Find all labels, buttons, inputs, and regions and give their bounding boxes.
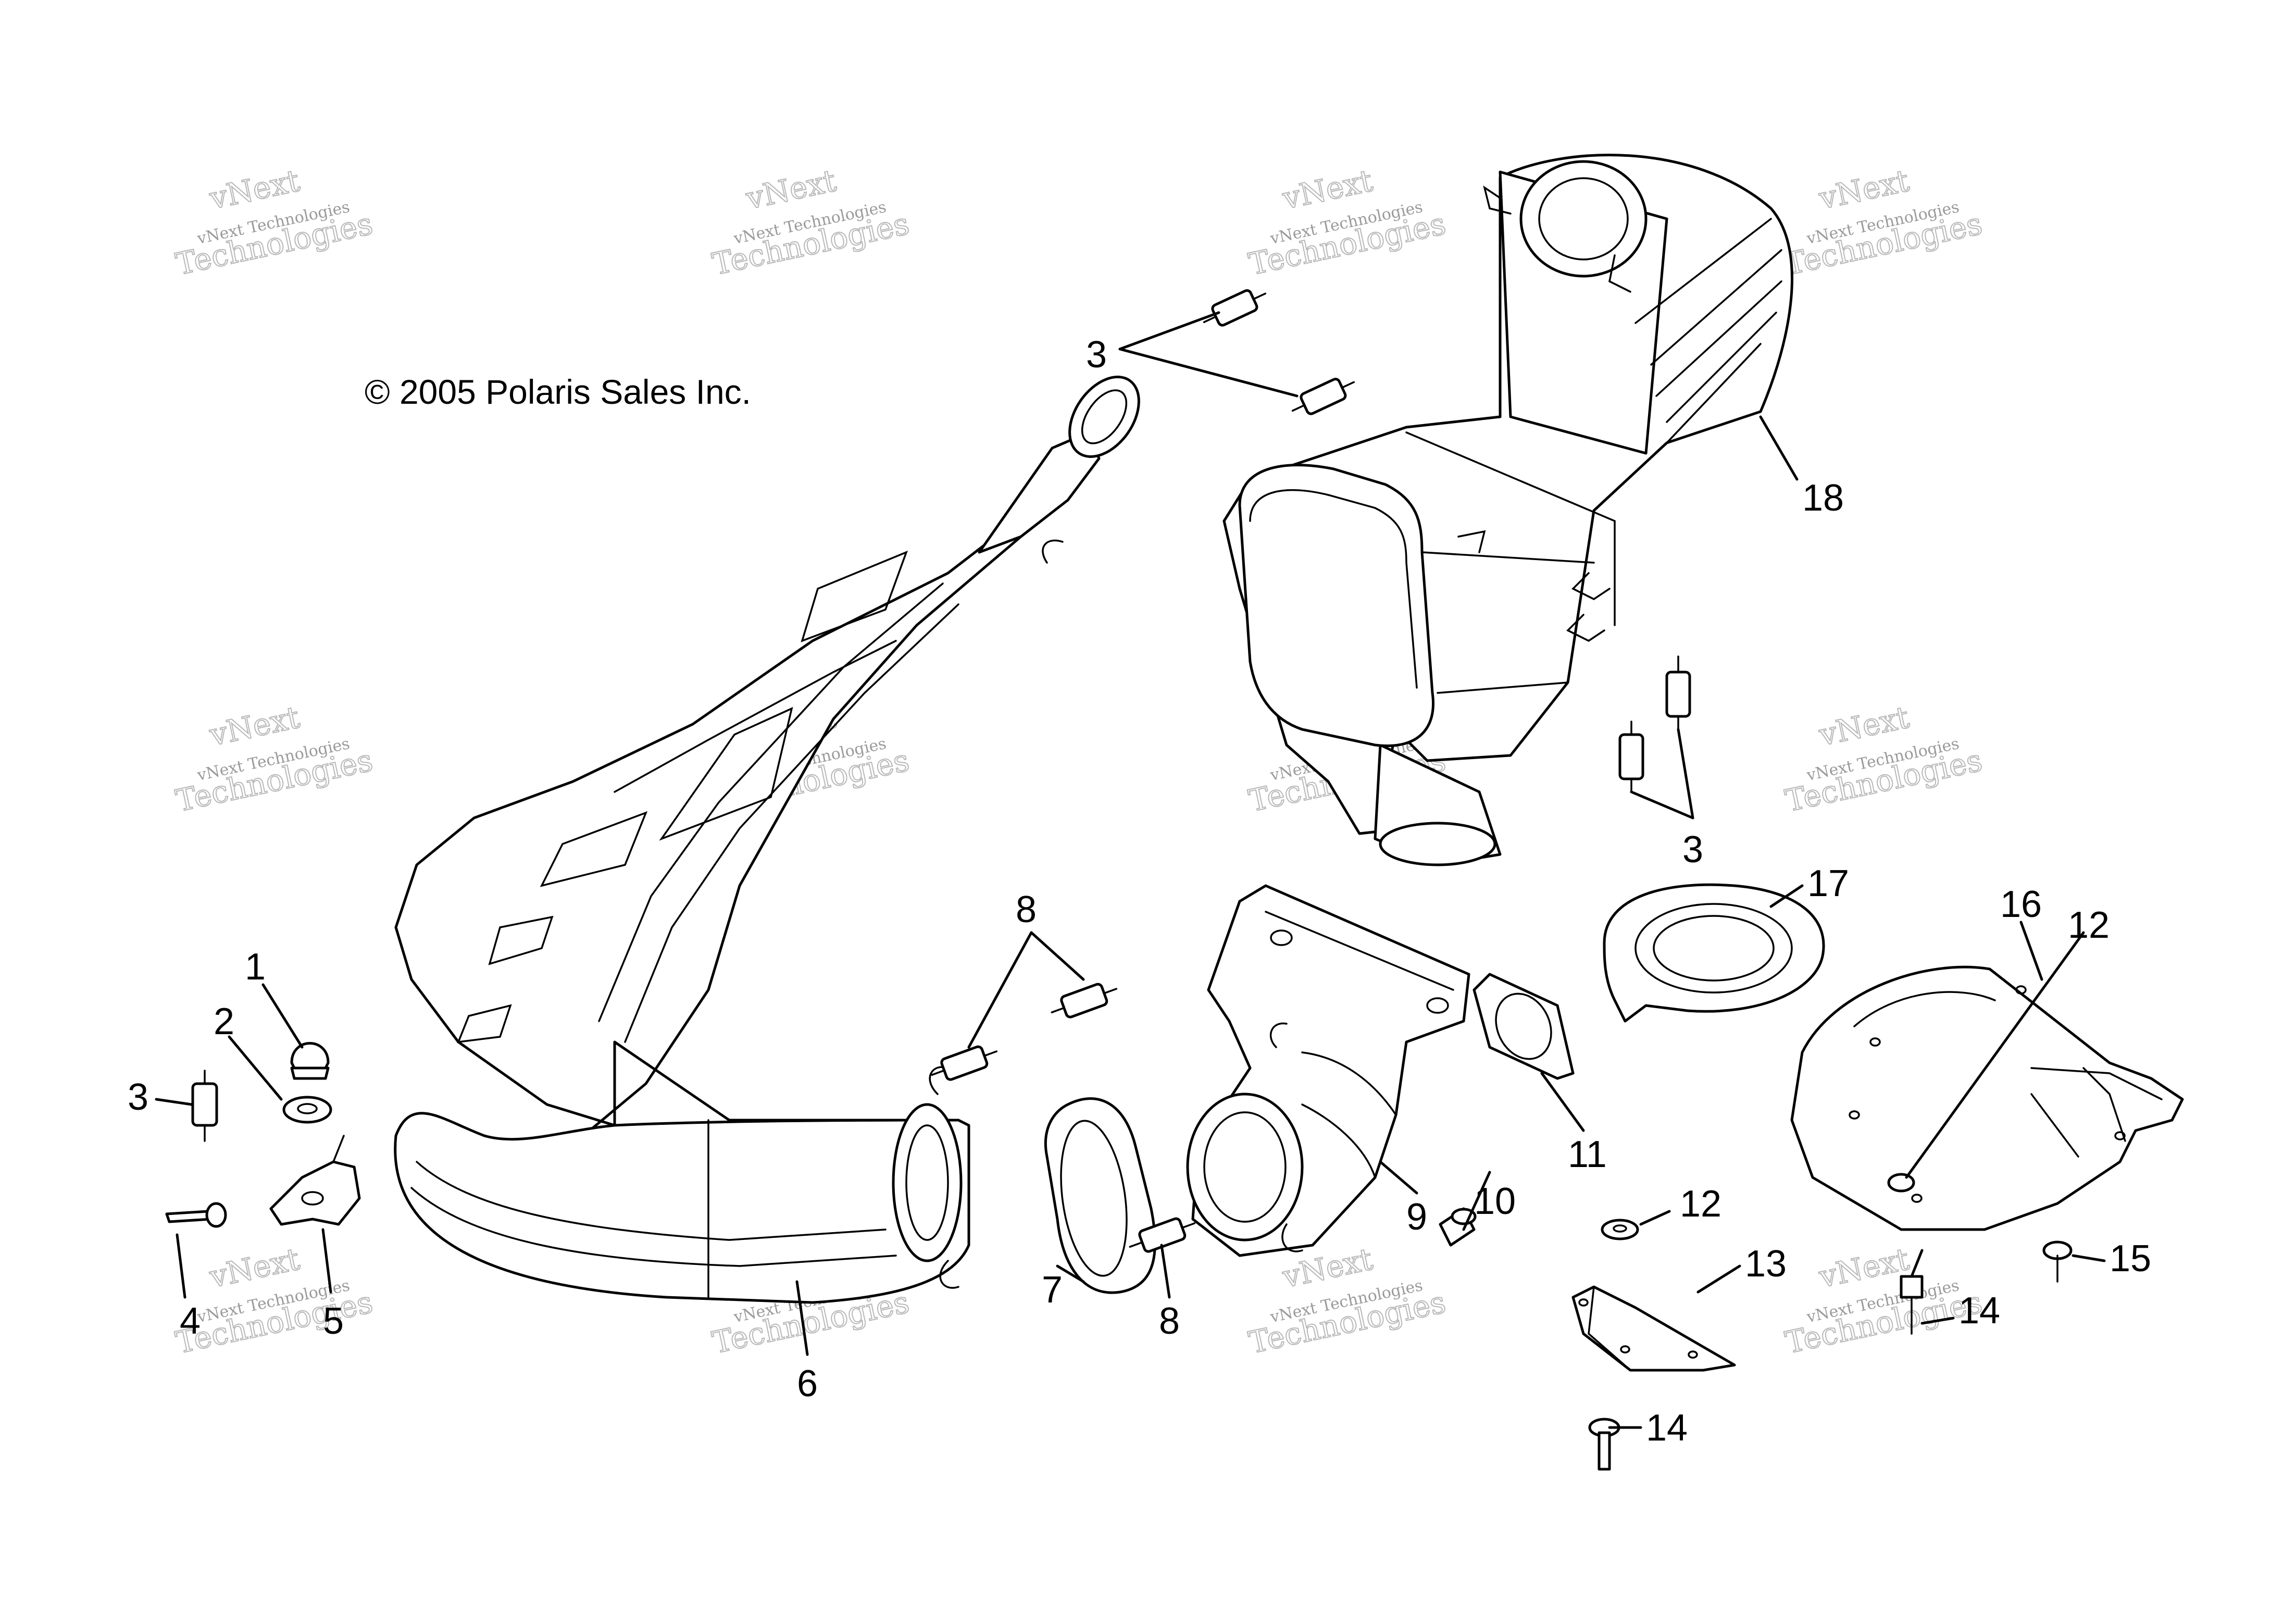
callout-12-upper: 12: [2068, 904, 2110, 946]
callout-9: 9: [1406, 1196, 1427, 1238]
part-1-grommet: [290, 1042, 330, 1080]
callout-3-top: 3: [1086, 334, 1107, 376]
leader-lines: [155, 311, 2106, 1429]
watermark-line1: vNext: [1816, 1241, 1912, 1295]
callout-numbers: 1 2 3 4 5 6 7 8 8 9 10 11 12 12 13 14 14…: [128, 334, 2151, 1449]
part-8-spring: [1051, 983, 1118, 1019]
part-5-mount-bracket: [269, 1135, 361, 1226]
watermark-line1: vNext: [1816, 163, 1912, 216]
watermark-line1: vNext: [206, 163, 303, 216]
part-8-spring: [931, 1045, 998, 1081]
part-10-spacer: [1439, 1207, 1477, 1247]
part-3-spring: [1203, 289, 1267, 327]
callout-12-lower: 12: [1680, 1183, 1721, 1225]
part-9-y-pipe: [1186, 884, 1470, 1257]
part-16-heat-shield: [1790, 965, 2184, 1231]
callout-13: 13: [1745, 1243, 1787, 1285]
callout-11: 11: [1568, 1134, 1607, 1175]
callout-3: 3: [128, 1076, 148, 1118]
callout-4: 4: [180, 1300, 201, 1342]
part-18-silencer: [1222, 154, 1793, 866]
watermark: vNext vNext Technologies Technologies: [1245, 162, 1450, 282]
callout-2: 2: [214, 1001, 234, 1042]
part-7-seal: [1044, 1097, 1156, 1294]
part-2-washer: [282, 1096, 332, 1124]
callout-10: 10: [1474, 1181, 1516, 1222]
watermark-line1: vNext: [1279, 1241, 1376, 1295]
part-6-exhaust-pipe: [394, 376, 1140, 1304]
watermark: vNext vNext Technologies Technologies: [172, 699, 377, 819]
callout-3-right: 3: [1682, 829, 1703, 871]
part-3-spring: [1665, 655, 1691, 730]
part-17-flange-gasket: [1603, 883, 1825, 1023]
watermark: vNext vNext Technologies Technologies: [172, 162, 377, 282]
part-12-washer: [1887, 1173, 1915, 1193]
callout-15: 15: [2110, 1238, 2151, 1280]
watermark-line1: vNext: [206, 1241, 303, 1295]
callout-6: 6: [797, 1363, 818, 1405]
watermark: vNext vNext Technologies Technologies: [1782, 1240, 1986, 1361]
watermark-line1: vNext: [1816, 699, 1912, 753]
part-13-bracket: [1571, 1285, 1736, 1372]
callout-8-lower: 8: [1159, 1300, 1180, 1342]
watermark-line1: vNext: [206, 699, 303, 753]
watermark-line1: vNext: [1279, 163, 1376, 216]
callout-14-lower: 14: [1646, 1407, 1688, 1449]
callout-18: 18: [1802, 477, 1844, 519]
part-4-bolt: [165, 1202, 227, 1228]
callout-8: 8: [1016, 889, 1037, 930]
callout-14-upper: 14: [1958, 1290, 2000, 1332]
callout-5: 5: [323, 1300, 344, 1342]
part-14-rivet: [1588, 1418, 1620, 1471]
part-3-spring: [191, 1070, 218, 1142]
part-12-washer: [1601, 1219, 1639, 1240]
part-3-spring: [1618, 721, 1644, 793]
copyright-notice: © 2005 Polaris Sales Inc.: [365, 373, 751, 411]
watermark: vNext vNext Technologies Technologies: [709, 162, 913, 282]
callout-7: 7: [1042, 1269, 1063, 1311]
part-15-screw: [2042, 1240, 2073, 1283]
part-3-spring: [1291, 378, 1355, 415]
callout-16: 16: [2000, 884, 2042, 925]
part-11-gasket: [1473, 973, 1575, 1080]
callout-1: 1: [245, 946, 266, 988]
watermark: vNext vNext Technologies Technologies: [1782, 699, 1986, 819]
callout-17: 17: [1807, 863, 1849, 904]
watermark: vNext vNext Technologies Technologies: [1782, 162, 1986, 282]
watermark-line1: vNext: [743, 163, 839, 216]
part-14-rivet: [1900, 1275, 1924, 1335]
part-8-spring: [1129, 1217, 1196, 1253]
